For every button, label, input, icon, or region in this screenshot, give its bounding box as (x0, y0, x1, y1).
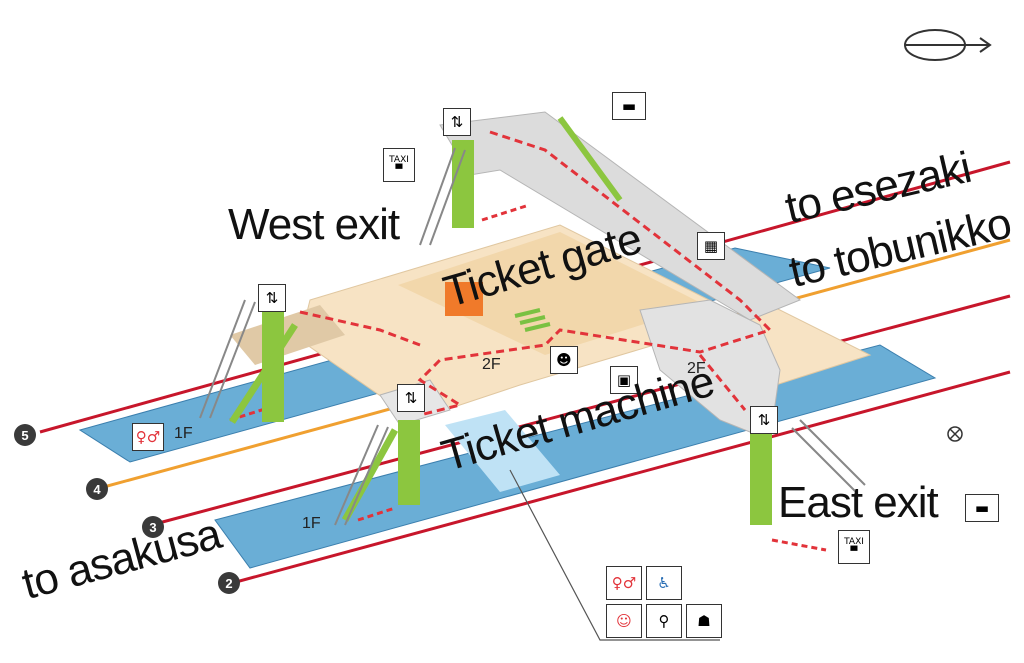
route-west (299, 310, 421, 347)
platform-2: 2 (218, 572, 240, 594)
east-stairs (791, 419, 866, 494)
platform-5: 5 (14, 424, 36, 446)
ticket-gate-bars (514, 308, 551, 332)
west-shaft (452, 140, 474, 228)
floor-2f-right: 2F (687, 360, 706, 377)
route-east (698, 354, 747, 411)
lower-stairs (334, 424, 389, 526)
locker-icon: ▦ (697, 232, 725, 260)
platform-4: 4 (86, 478, 108, 500)
no-entry-icon (947, 426, 963, 442)
floor-1f-left: 1F (174, 425, 193, 442)
platform-arrow-upper (229, 406, 269, 422)
platform-arrow-lower (357, 506, 396, 522)
floor-1f-bottom: 1F (302, 515, 321, 532)
baby-care-icon: ☺ (606, 604, 642, 638)
platform-3: 3 (142, 516, 164, 538)
track-3 (154, 294, 1011, 526)
taxi-icon: TAXI▀ (383, 148, 415, 182)
taxi-icon: TAXI▀ (838, 530, 870, 564)
taxi-label: TAXI (844, 537, 864, 547)
diaper-changing-icon: ⚲ (646, 604, 682, 638)
restroom-icon: ♀♂ (606, 566, 642, 600)
elevator-icon: ⇅ (258, 284, 286, 312)
concourse-inner (398, 232, 705, 355)
elevator-icon: ⇅ (750, 406, 778, 434)
corridor-east (639, 299, 781, 441)
restroom-icon: ♀♂ (132, 423, 164, 451)
staff-icon: ☻ (550, 346, 578, 374)
ticket-machine-icon: ▣ (610, 366, 638, 394)
west-exit-label: West exit (228, 200, 400, 249)
escalator-north (557, 116, 623, 202)
floor-2f-center: 2F (482, 356, 501, 373)
bus-icon: ▬ (612, 92, 646, 120)
upper-shaft (262, 312, 284, 422)
person-icon: ☗ (686, 604, 722, 638)
elevator-icon: ⇅ (443, 108, 471, 136)
west-exit-arrow (481, 204, 527, 222)
amenity-callout (509, 469, 720, 641)
east-shaft (750, 430, 772, 525)
west-stairs (419, 147, 466, 246)
taxi-label: TAXI (389, 155, 409, 165)
ticket-machine-area (445, 410, 560, 492)
lower-shaft (398, 420, 420, 505)
wheelchair-icon: ♿ (646, 566, 682, 600)
orange-marker (445, 282, 483, 316)
compass-icon (904, 29, 992, 61)
east-exit-label: East exit (778, 478, 939, 527)
route-main (417, 130, 773, 417)
bus-icon: ▬ (965, 494, 999, 522)
escalator-upper (229, 323, 298, 424)
track-2 (224, 370, 1011, 587)
elevator-icon: ⇅ (397, 384, 425, 412)
east-exit-arrow (771, 538, 827, 552)
upper-stairs (199, 299, 256, 419)
